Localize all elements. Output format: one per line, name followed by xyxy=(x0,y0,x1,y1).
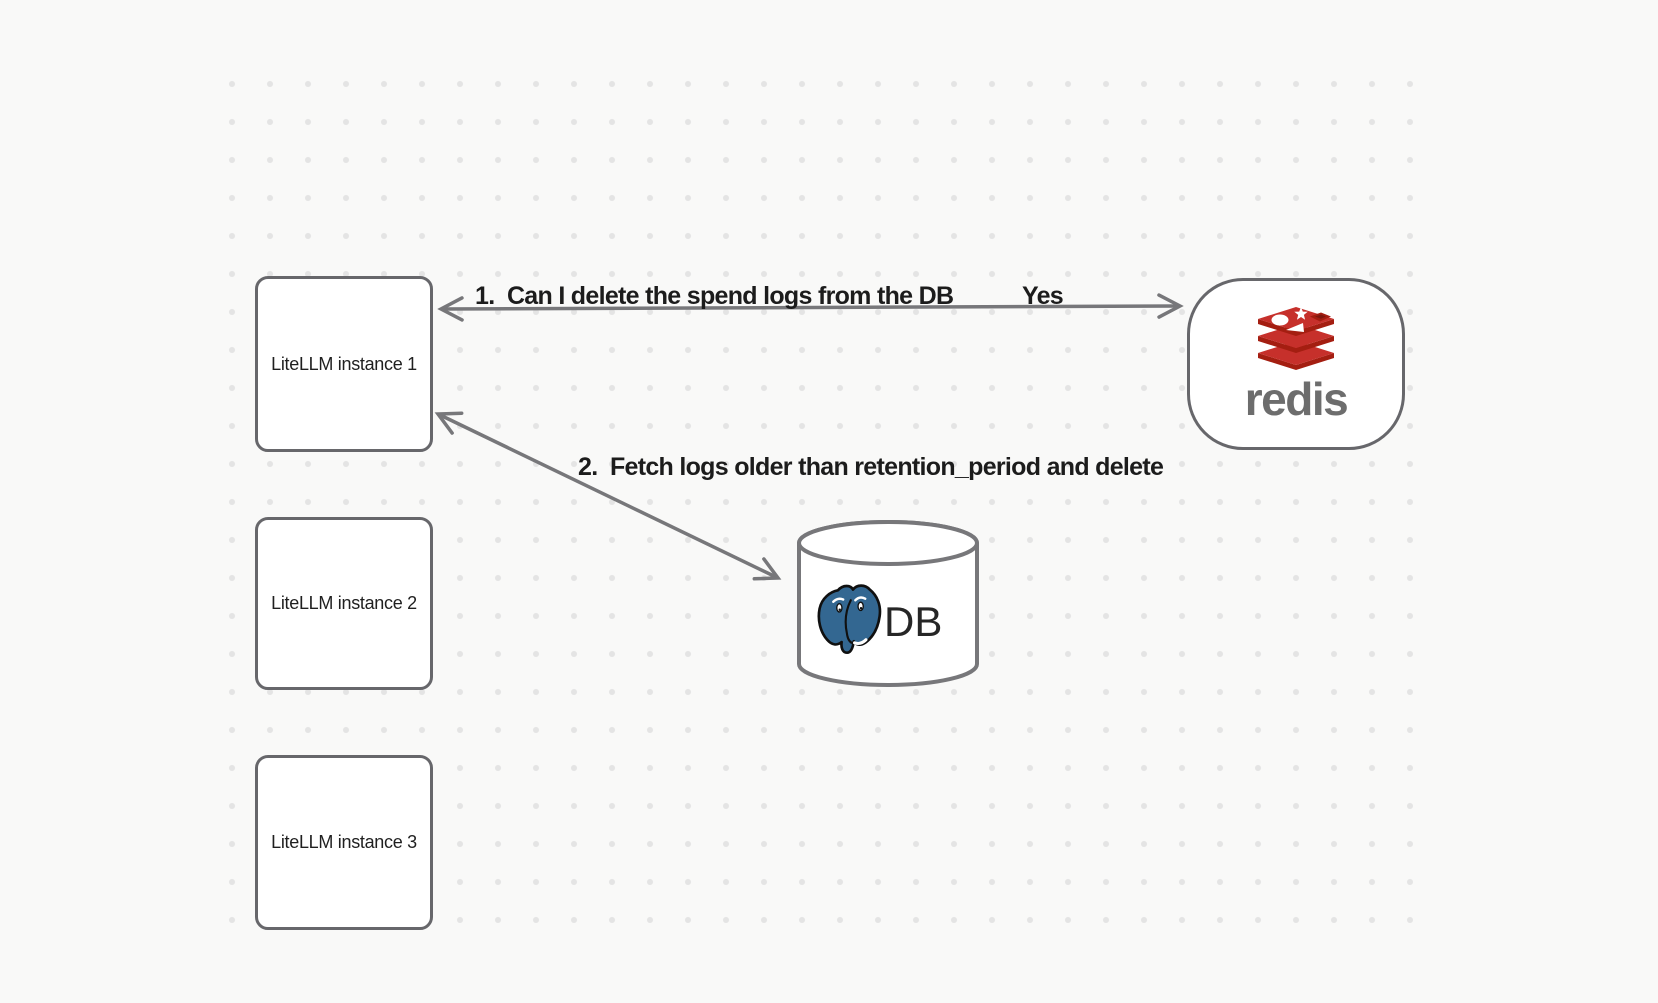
node-litellm-instance-1[interactable]: LiteLLM instance 1 xyxy=(255,276,433,452)
redis-stack-icon xyxy=(1258,306,1334,370)
node-litellm-instance-3[interactable]: LiteLLM instance 3 xyxy=(255,755,433,930)
arrow-instance1-to-db[interactable] xyxy=(434,411,782,581)
postgresql-elephant-icon xyxy=(817,584,882,655)
edge2-action-label[interactable]: 2. Fetch logs older than retention_perio… xyxy=(578,453,1164,481)
node-litellm-instance-2[interactable]: LiteLLM instance 2 xyxy=(255,517,433,690)
redis-wordmark: redis xyxy=(1244,372,1349,425)
arrow-redis-to-instance1[interactable] xyxy=(437,293,1184,322)
edge1-reply-label[interactable]: Yes xyxy=(1022,282,1064,310)
edge1-question-label[interactable]: 1. Can I delete the spend logs from the … xyxy=(475,282,954,310)
node-label: LiteLLM instance 3 xyxy=(271,832,417,852)
node-label: LiteLLM instance 2 xyxy=(271,593,417,613)
node-redis[interactable]: redis xyxy=(1187,278,1405,450)
node-label: LiteLLM instance 1 xyxy=(271,353,417,374)
database-label: DB xyxy=(884,598,943,645)
